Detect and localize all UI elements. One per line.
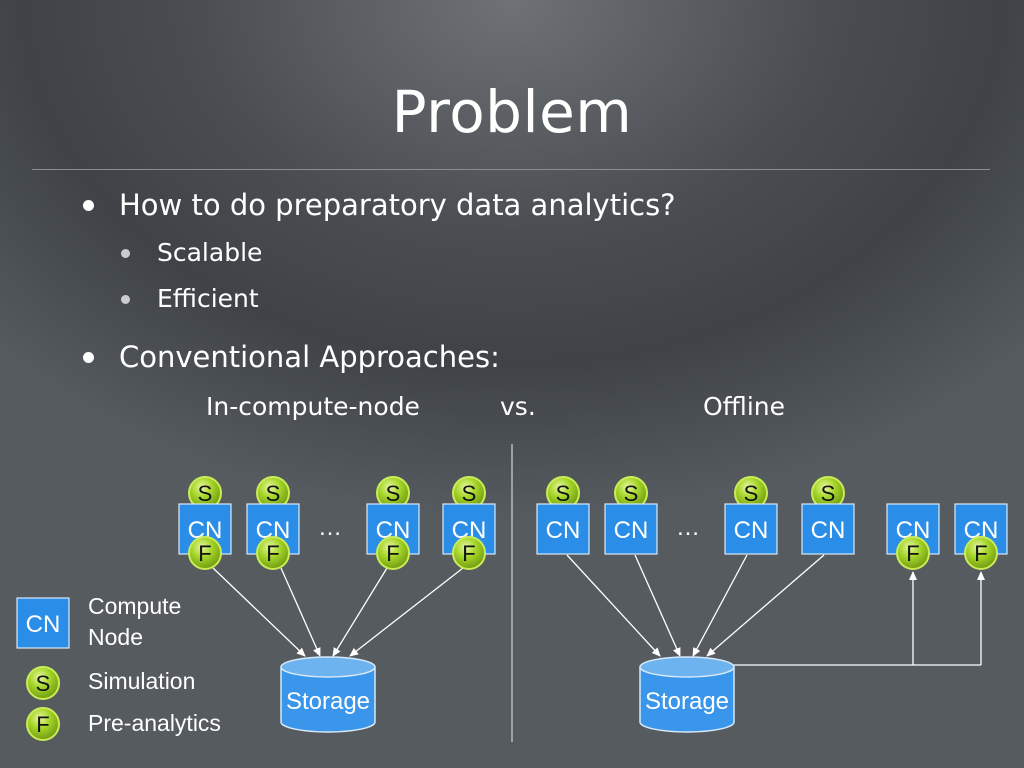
bullet-dot xyxy=(83,352,94,363)
legend-s-text: Simulation xyxy=(88,668,195,694)
analytics-node-right-1-label: F xyxy=(906,541,919,566)
bullet-preparatory: How to do preparatory data analytics? xyxy=(83,188,676,222)
storage-left-top xyxy=(280,656,376,678)
arrow-right-4 xyxy=(706,554,825,657)
analytics-node-left-2-label: F xyxy=(266,541,279,566)
legend-cn-text-2: Node xyxy=(88,624,143,650)
storage-left-label: Storage xyxy=(286,688,370,715)
analytics-node-left-3 xyxy=(376,536,410,570)
analytics-node-right-2 xyxy=(964,536,998,570)
legend-f-ball-label: F xyxy=(36,712,49,737)
analytics-node-left-4-label: F xyxy=(462,541,475,566)
sim-node-left-1-label: S xyxy=(198,481,213,506)
sub-bullet-dot xyxy=(121,295,130,304)
analytics-node-left-2 xyxy=(256,536,290,570)
sim-node-right-4-label: S xyxy=(821,481,836,506)
analytics-node-right-1 xyxy=(896,536,930,570)
sim-node-right-2-label: S xyxy=(624,481,639,506)
cn-right-4 xyxy=(801,503,855,555)
legend-f-text: Pre-analytics xyxy=(88,710,221,736)
sim-node-right-1-label: S xyxy=(556,481,571,506)
sub-bullet-efficient: Efficient xyxy=(121,284,259,313)
cn-right-2-label: CN xyxy=(614,517,649,544)
arrow-left-1 xyxy=(212,567,306,657)
sub-bullet-efficient-text: Efficient xyxy=(157,284,259,313)
arrow-right-1 xyxy=(566,554,661,657)
cn-right-1-label: CN xyxy=(546,517,581,544)
analytics-node-left-3-label: F xyxy=(386,541,399,566)
storage-right-label: Storage xyxy=(645,688,729,715)
sub-bullet-scalable: Scalable xyxy=(121,238,263,267)
heading-vs: vs. xyxy=(500,392,536,421)
sim-node-left-4-label: S xyxy=(462,481,477,506)
analytics-node-right-2-label: F xyxy=(974,541,987,566)
analytics-node-left-4 xyxy=(452,536,486,570)
ellipsis-left: … xyxy=(318,514,342,541)
cn-right-3-label: CN xyxy=(734,517,769,544)
heading-in-compute-node: In-compute-node xyxy=(206,392,420,421)
bullet-preparatory-text: How to do preparatory data analytics? xyxy=(119,188,676,222)
title-divider xyxy=(32,169,990,170)
storage-right-top xyxy=(639,656,735,678)
arrow-right-2 xyxy=(634,554,681,657)
storage-right xyxy=(639,667,735,733)
arrow-left-4 xyxy=(349,567,464,657)
bullet-conventional-text: Conventional Approaches: xyxy=(119,340,500,374)
legend-cn-box-label: CN xyxy=(26,611,61,638)
cn-right-3 xyxy=(724,503,778,555)
bullet-dot xyxy=(83,200,94,211)
cn-right-1 xyxy=(536,503,590,555)
legend-cn-box xyxy=(16,597,70,649)
analytics-node-left-1 xyxy=(188,536,222,570)
slide-title: Problem xyxy=(391,78,633,146)
ellipsis-right: … xyxy=(676,514,700,541)
storage-left xyxy=(280,667,376,733)
legend-s-ball-label: S xyxy=(36,671,51,696)
sim-node-left-3-label: S xyxy=(386,481,401,506)
legend-s-ball xyxy=(26,666,60,700)
bullet-conventional: Conventional Approaches: xyxy=(83,340,500,374)
heading-offline: Offline xyxy=(703,392,786,421)
arrow-left-3 xyxy=(332,567,388,657)
legend-cn-text-1: Compute xyxy=(88,593,181,619)
cn-right-4-label: CN xyxy=(811,517,846,544)
sim-node-right-3-label: S xyxy=(744,481,759,506)
arrow-left-2 xyxy=(280,567,321,657)
legend-f-ball xyxy=(26,707,60,741)
sub-bullet-dot xyxy=(121,249,130,258)
arrow-right-3 xyxy=(692,554,748,657)
sim-node-left-2-label: S xyxy=(266,481,281,506)
cn-right-2 xyxy=(604,503,658,555)
analytics-node-left-1-label: F xyxy=(198,541,211,566)
sub-bullet-scalable-text: Scalable xyxy=(157,238,263,267)
